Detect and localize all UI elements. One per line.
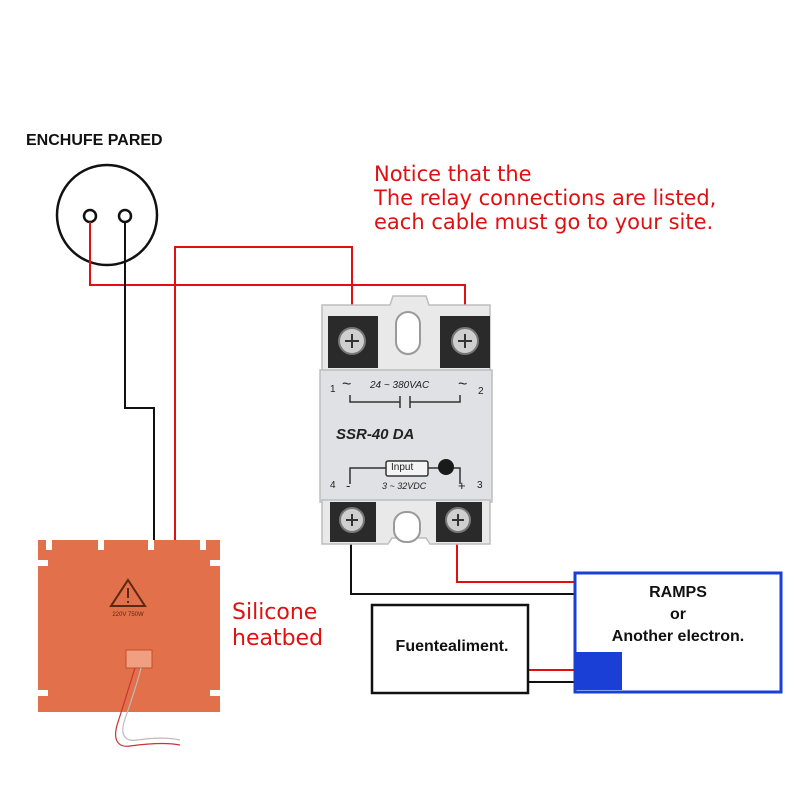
controller-label-line-1: RAMPS [649, 584, 707, 601]
wire-relay-to-heatbed-red [174, 246, 353, 542]
screw-icon [452, 514, 464, 526]
screw-icon [345, 334, 359, 348]
wire-outlet-to-heatbed-black [124, 222, 155, 542]
heatbed-notch [148, 540, 154, 550]
heatbed-pad [38, 540, 220, 712]
notice-text: Notice that the The relay connections ar… [374, 162, 716, 234]
controller-label-line-2: or [670, 606, 686, 623]
heatbed-notch [98, 540, 104, 550]
controller-board [573, 571, 783, 694]
heatbed-rating-text: 220V 750W [112, 612, 144, 618]
screw-icon [346, 514, 358, 526]
outlet-circle [55, 163, 159, 267]
heatbed-thermistor-wire [115, 667, 181, 747]
relay-model-label: SSR-40 DA [336, 426, 415, 443]
heatbed-notch [38, 560, 48, 566]
heatbed-thermistor-wire [122, 667, 181, 741]
relay-mount-slot-bottom [393, 511, 421, 543]
relay-ac-bracket [349, 395, 461, 408]
heatbed-notch [200, 540, 206, 550]
relay-plus-label: + [458, 478, 466, 493]
solid-state-relay [319, 295, 493, 545]
relay-led-indicator [438, 459, 454, 475]
notice-line-1: Notice that the [374, 162, 532, 186]
wall-outlet [55, 163, 159, 267]
notice-line-2: The relay connections are listed, [374, 186, 717, 210]
silicone-heatbed: 220V 750W [38, 540, 220, 747]
power-supply-box [370, 603, 530, 695]
outlet-hole-right [117, 208, 133, 224]
power-supply-label: Fuentealiment. [395, 638, 509, 655]
controller-label-line-3: Another electron. [611, 628, 745, 645]
screw-icon [458, 334, 472, 348]
heatbed-label-line-1: Silicone [232, 600, 318, 625]
relay-minus-label: - [346, 478, 351, 493]
relay-dc-range: 3 ~ 32VDC [382, 481, 427, 491]
wall-outlet-label: ENCHUFE PARED [26, 132, 163, 149]
heatbed-label: Silicone heatbed [232, 600, 323, 652]
heatbed-label-line-2: heatbed [232, 626, 324, 651]
relay-ac-range: 24 ~ 380VAC [370, 380, 430, 391]
relay-terminal-1-label: 1 [330, 384, 336, 395]
relay-terminal-3-label: 3 [477, 480, 483, 491]
relay-terminal-4-label: 4 [330, 480, 336, 491]
relay-ac-symbol-left: ~ [342, 376, 352, 393]
controller-label: RAMPS or Another electron. [580, 582, 776, 648]
relay-terminal-2-label: 2 [478, 386, 484, 397]
controller-connector-block [576, 652, 622, 690]
notice-line-3: each cable must go to your site. [374, 210, 714, 234]
heatbed-notch [210, 690, 220, 696]
heatbed-notch [46, 540, 52, 550]
relay-mount-slot-top [395, 311, 421, 355]
heatbed-notch [38, 690, 48, 696]
warning-icon [109, 578, 147, 607]
relay-ac-symbol-right: ~ [458, 376, 468, 393]
relay-input-label: Input [391, 462, 414, 473]
outlet-hole-left [82, 208, 98, 224]
heatbed-thermistor-pad [125, 649, 153, 669]
relay-input-box [385, 460, 429, 477]
heatbed-notch [210, 560, 220, 566]
